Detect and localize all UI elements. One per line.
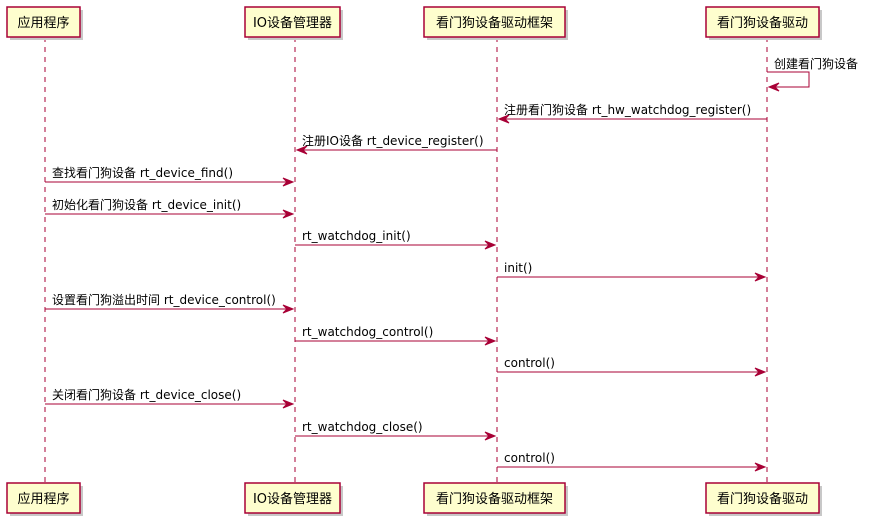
arrowhead: [282, 399, 295, 409]
message-label: 设置看门狗溢出时间 rt_device_control(): [52, 292, 276, 307]
participant-label-top: 看门狗设备驱动框架: [436, 15, 553, 31]
arrowhead: [754, 272, 767, 282]
message-label: control(): [504, 356, 555, 370]
participant-label-top: 看门狗设备驱动: [717, 15, 808, 31]
arrowhead: [767, 82, 780, 92]
arrowhead: [484, 336, 497, 346]
message-label: rt_watchdog_close(): [302, 420, 423, 434]
message-label: control(): [504, 451, 555, 465]
message-label: init(): [504, 261, 532, 275]
message-label: rt_watchdog_init(): [302, 229, 411, 243]
participant-box-top: [705, 6, 820, 38]
arrowhead: [484, 240, 497, 250]
participant-label-bottom: 应用程序: [17, 491, 69, 507]
message-label: 查找看门狗设备 rt_device_find(): [52, 165, 233, 180]
arrowhead: [497, 114, 510, 124]
message-label: 注册看门狗设备 rt_hw_watchdog_register(): [504, 102, 751, 117]
message-label: 创建看门狗设备: [774, 56, 858, 71]
participant-label-bottom: IO设备管理器: [253, 491, 332, 507]
message-label: rt_watchdog_control(): [302, 325, 433, 339]
message-label: 关闭看门狗设备 rt_device_close(): [52, 387, 241, 402]
participant-box-top: [423, 6, 566, 38]
participant-label-top: 应用程序: [17, 15, 69, 31]
arrowhead: [282, 177, 295, 187]
participant-label-bottom: 看门狗设备驱动框架: [436, 491, 553, 507]
participant-label-bottom: 看门狗设备驱动: [717, 491, 808, 507]
participant-box-bottom: [6, 482, 81, 514]
participant-box-top: [244, 6, 341, 38]
arrowhead: [282, 209, 295, 219]
message-label: 初始化看门狗设备 rt_device_init(): [52, 197, 241, 212]
participant-box-bottom: [423, 482, 566, 514]
arrowhead: [754, 367, 767, 377]
arrowhead: [484, 431, 497, 441]
message-label: 注册IO设备 rt_device_register(): [302, 133, 484, 148]
participant-box-top: [6, 6, 81, 38]
message-arrow: [767, 71, 810, 88]
arrowhead: [295, 145, 308, 155]
arrowhead: [282, 304, 295, 314]
arrowhead: [754, 462, 767, 472]
participant-box-bottom: [705, 482, 820, 514]
participant-box-bottom: [244, 482, 341, 514]
participant-label-top: IO设备管理器: [253, 15, 332, 31]
